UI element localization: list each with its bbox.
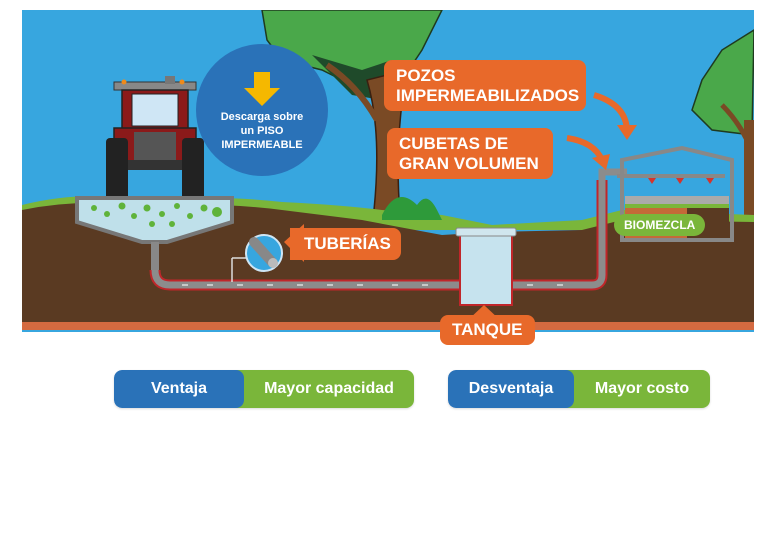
cubetas-arrow-head: [592, 154, 610, 170]
desventaja-bar: Desventaja Mayor costo: [448, 370, 710, 408]
callout-cubetas: CUBETAS DE GRAN VOLUMEN: [387, 128, 553, 180]
circle-label: Descarga sobre un PISO IMPERMEABLE: [207, 111, 317, 152]
circle-label-line-1: Descarga sobre: [220, 111, 304, 123]
pozos-arrow-head: [617, 125, 637, 140]
soil: [22, 202, 754, 322]
biomezcla-badge: BIOMEZCLA: [614, 214, 706, 236]
soil-base-stripe: [22, 322, 754, 330]
callout-pozos: POZOS IMPERMEABILIZADOS: [384, 60, 586, 112]
info-circle: [196, 44, 328, 176]
callout-tuberias: TUBERÍAS: [290, 228, 401, 260]
callout-cubetas-line-1: CUBETAS DE: [399, 134, 509, 153]
circle-label-line-3: IMPERMEABLE: [221, 138, 303, 151]
piso-impermeable-basin: [75, 196, 234, 272]
tree-right: [691, 28, 755, 270]
pipe-magnifier: [231, 234, 283, 282]
ventaja-bar: Ventaja Mayor capacidad: [114, 370, 414, 408]
desventaja-label: Desventaja: [448, 370, 574, 408]
tanque-illustration: [455, 227, 517, 306]
bush: [382, 197, 442, 220]
ventaja-value: Mayor capacidad: [234, 370, 414, 408]
pipe-network: [149, 168, 627, 291]
circle-label-line-2: un PISO: [240, 124, 284, 137]
ventaja-label: Ventaja: [114, 370, 244, 408]
callout-pozos-line-2: IMPERMEABILIZADOS: [396, 85, 580, 105]
callout-cubetas-line-2: GRAN VOLUMEN: [399, 153, 539, 173]
callout-tanque: TANQUE: [440, 315, 535, 345]
tractor-illustration: [106, 76, 204, 200]
callout-pozos-line-1: POZOS: [396, 66, 456, 85]
desventaja-value: Mayor costo: [564, 370, 710, 408]
infographic-scene: Descarga sobre un PISO IMPERMEABLE POZOS…: [22, 9, 755, 345]
down-arrow-icon: [244, 72, 280, 106]
